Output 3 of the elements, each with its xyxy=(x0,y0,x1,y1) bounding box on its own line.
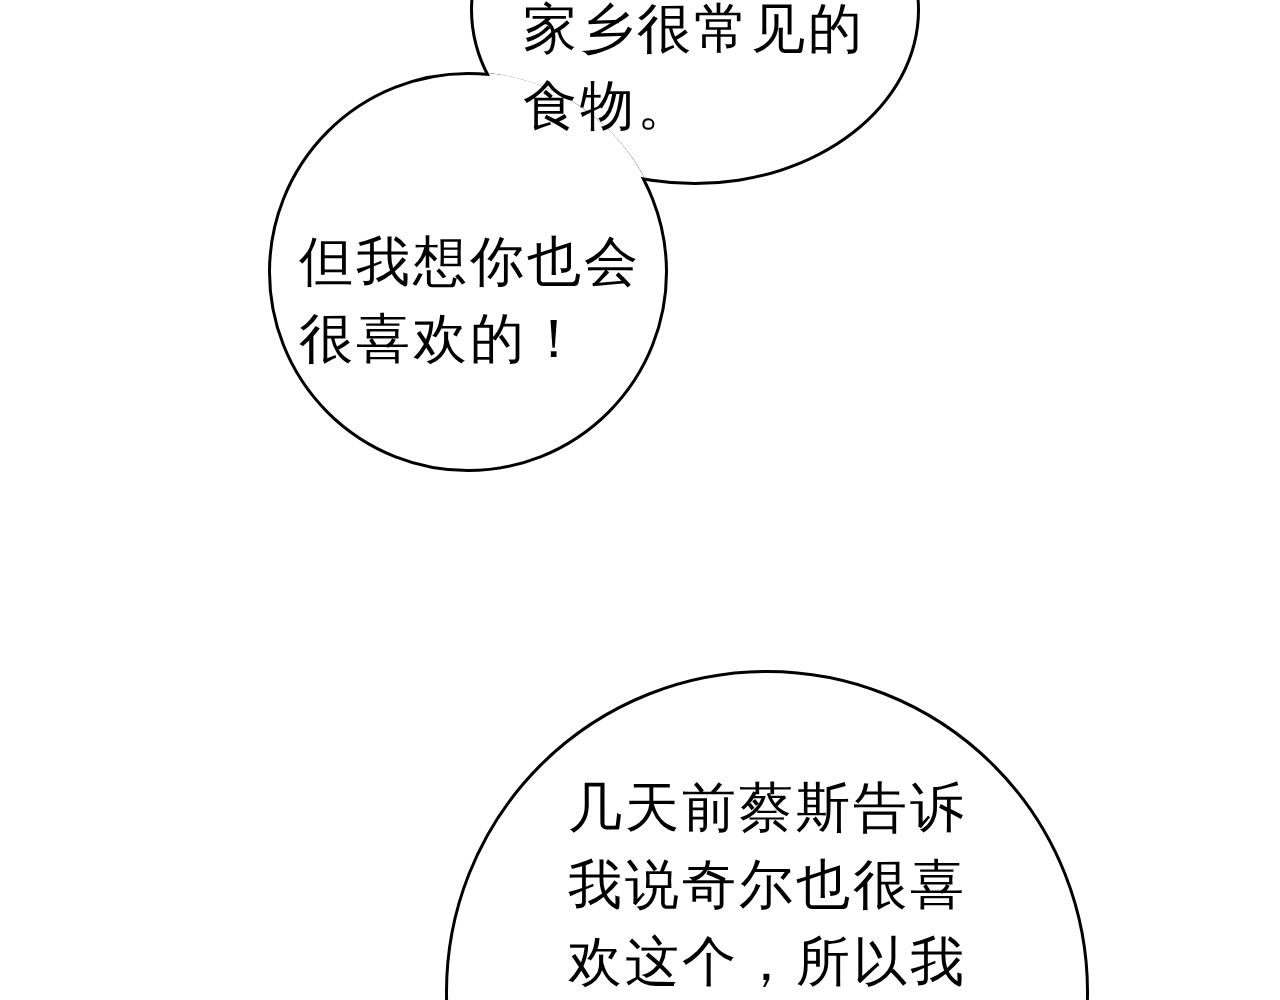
dialogue-text: 但我想你也会很喜欢的！ xyxy=(299,229,642,372)
dialogue-text: 家乡很常见的食物。 xyxy=(523,0,866,139)
dialogue-text: 几天前蔡斯告诉我说奇尔也很喜欢这个，所以我 xyxy=(568,775,968,995)
